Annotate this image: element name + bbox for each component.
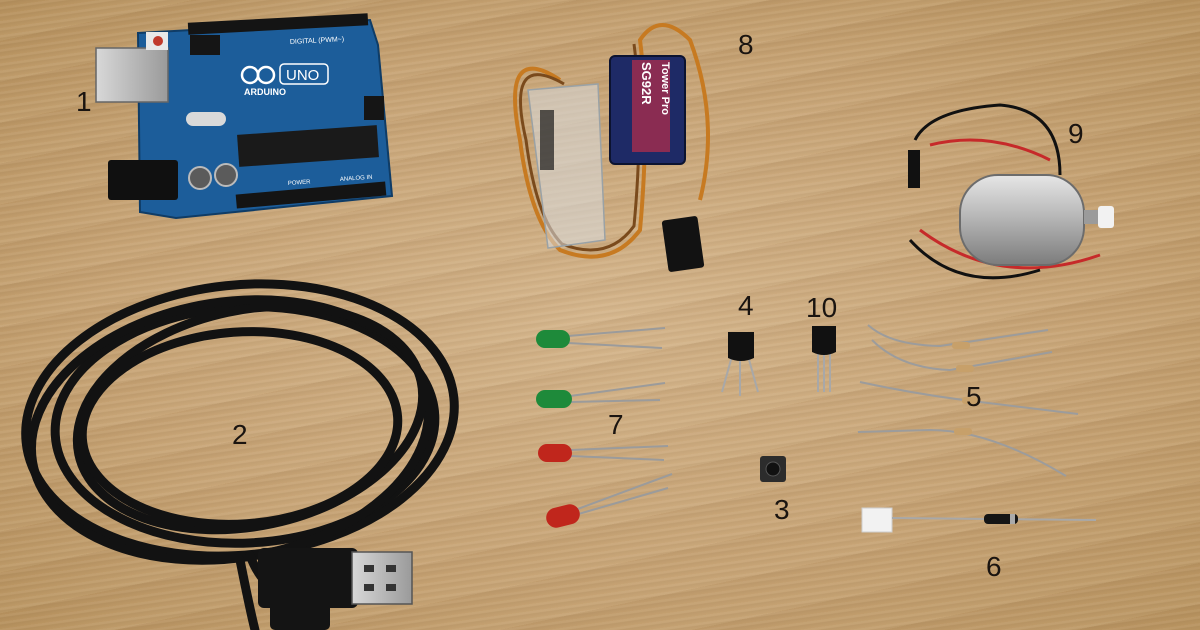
board-analog-label: ANALOG IN xyxy=(340,175,373,183)
board-logo-text: ARDUINO xyxy=(244,87,286,97)
transistor-4 xyxy=(721,332,759,396)
label-7: 7 xyxy=(608,409,624,440)
usb-plug xyxy=(258,548,413,630)
push-button xyxy=(760,456,786,482)
label-9: 9 xyxy=(1068,118,1084,149)
label-8: 8 xyxy=(738,29,754,60)
diode xyxy=(861,507,1097,533)
board-power-label: POWER xyxy=(288,179,312,187)
label-1: 1 xyxy=(76,86,92,117)
servo-motor: Tower Pro SG92R xyxy=(513,23,710,272)
led-red-2 xyxy=(546,473,673,528)
board-model-text: UNO xyxy=(286,67,319,84)
arduino-board: DIGITAL (PWM~) ARDUINO UNO POWER ANALOG … xyxy=(95,13,394,220)
transistor-10 xyxy=(812,326,836,392)
dc-motor xyxy=(908,103,1114,280)
label-4: 4 xyxy=(738,290,754,321)
servo-brand-text: Tower Pro xyxy=(659,62,671,115)
resistor-bodies xyxy=(952,342,980,435)
label-3: 3 xyxy=(774,494,790,525)
label-6: 6 xyxy=(986,551,1002,582)
label-2: 2 xyxy=(232,419,248,450)
board-header-label: DIGITAL (PWM~) xyxy=(290,36,345,46)
led-green-1 xyxy=(536,327,666,349)
label-10: 10 xyxy=(806,292,838,323)
servo-model-text: SG92R xyxy=(639,62,654,105)
label-5: 5 xyxy=(966,381,982,412)
led-red-1 xyxy=(538,444,669,462)
led-green-2 xyxy=(536,382,666,408)
